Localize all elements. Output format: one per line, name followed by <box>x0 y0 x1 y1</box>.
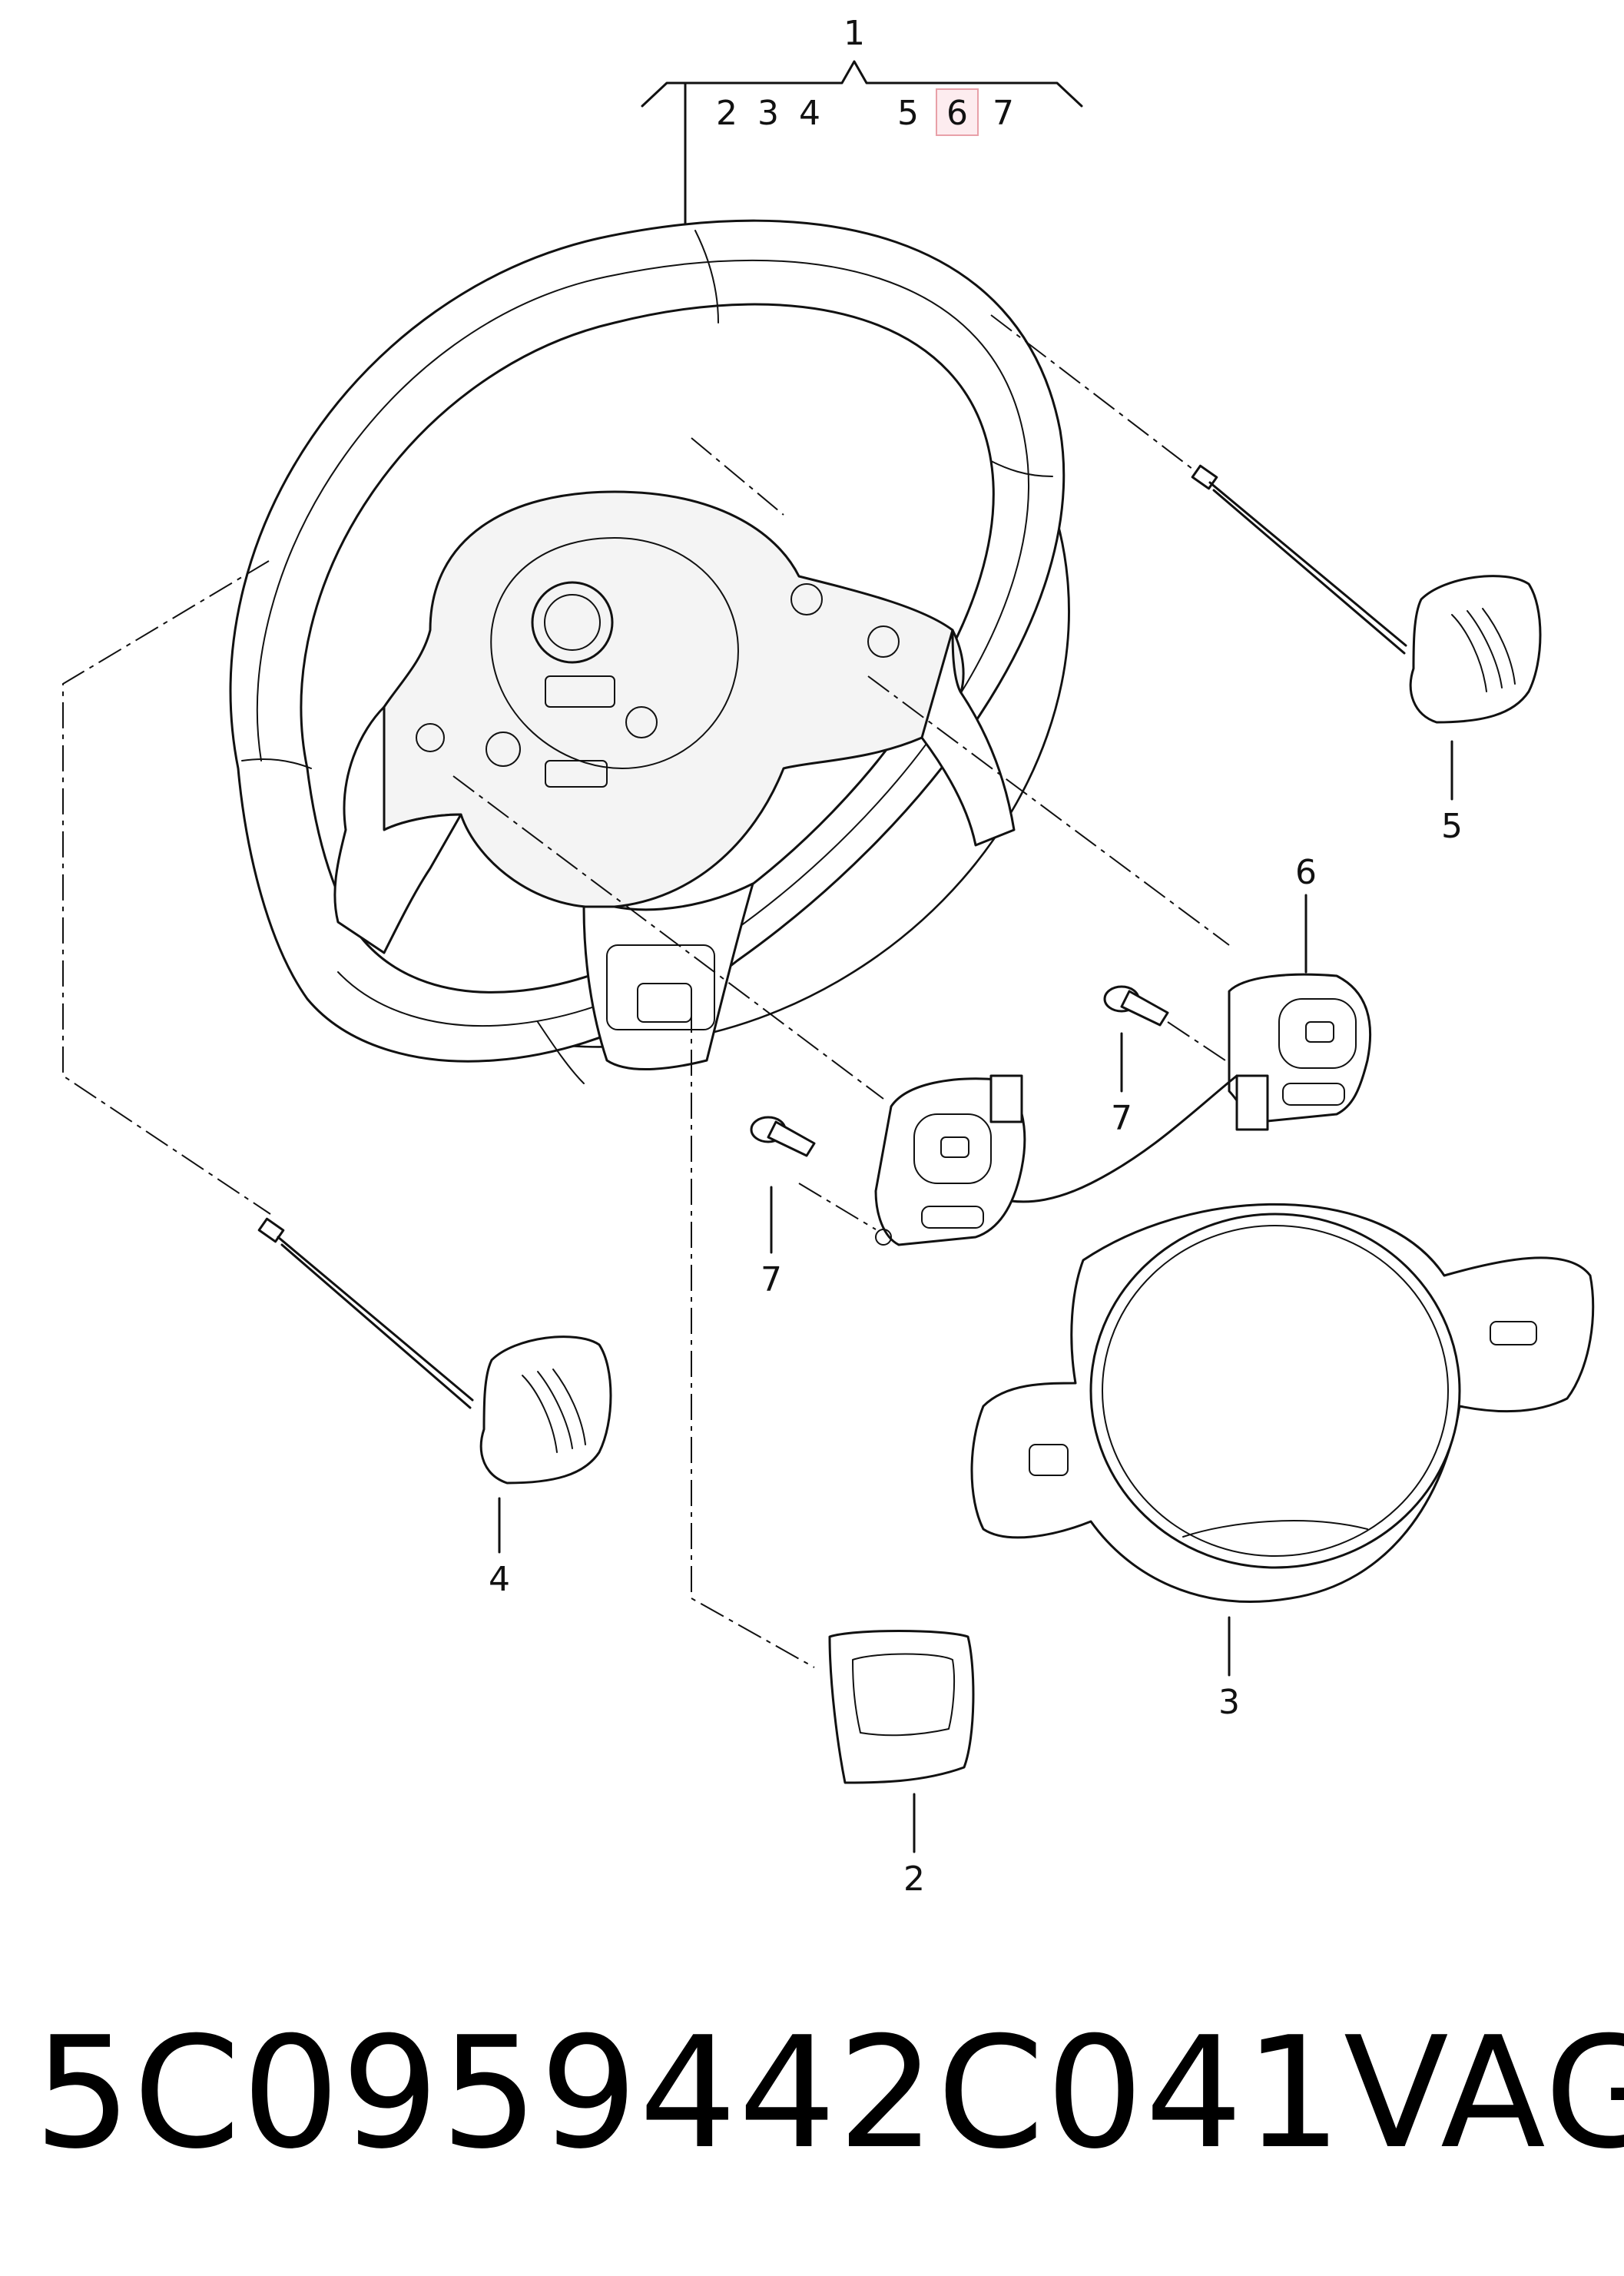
switch-left-screw-hole <box>875 1229 892 1246</box>
switch-left-lower-button <box>921 1206 984 1229</box>
hub-bore-inner <box>544 594 601 651</box>
highlight-box <box>936 88 979 136</box>
paddle-left-wire-2 <box>280 1243 472 1409</box>
callout-assembly: 1 <box>843 14 865 53</box>
line-to-paddle-right <box>990 314 1203 477</box>
rim-seam-bottom <box>537 1021 585 1084</box>
line-to-paddle-left <box>62 560 271 1215</box>
screw-left-shank <box>767 1120 816 1157</box>
hub-screw-right <box>867 625 900 658</box>
callout-screw-left: 7 <box>761 1260 782 1299</box>
switch-cable <box>997 1074 1238 1203</box>
steering-wheel <box>229 219 1070 1084</box>
switch-left <box>874 1074 1026 1246</box>
footer: 5C0959442C041 VAG <box>34 2004 1624 2183</box>
screw-right: 7 <box>1103 985 1169 1138</box>
paddle-right-rib-2 <box>1467 610 1503 688</box>
callout-sub-7: 7 <box>993 94 1014 133</box>
callout-switch-right: 6 <box>1295 853 1317 892</box>
switch-left-body <box>874 1077 1026 1246</box>
spoke-left <box>333 705 462 954</box>
exploded-parts-diagram: 1 2 3 4 5 6 7 <box>62 14 1595 1899</box>
callout-screw-right: 7 <box>1111 1099 1132 1138</box>
trim-cover-lower-edge <box>1182 1520 1368 1538</box>
spoke-bottom-pad <box>637 983 692 1023</box>
callout-paddle-left: 4 <box>489 1560 510 1599</box>
rim-seam-top <box>694 230 719 323</box>
line-screw-left <box>798 1183 877 1230</box>
hub-airbag-recess <box>490 537 739 769</box>
airbag-cover: 2 <box>828 1630 975 1899</box>
trim-cover-rim <box>1102 1225 1449 1557</box>
rim-seam-right <box>990 460 1053 477</box>
line-hub-upper <box>691 437 784 516</box>
paddle-right: 5 <box>1191 464 1542 846</box>
switch-left-dpad <box>913 1113 992 1184</box>
paddle-left-connector <box>257 1217 285 1243</box>
assembly-lines <box>62 314 1238 1668</box>
callout-sub-4: 4 <box>799 94 820 133</box>
hub-mount-right <box>625 706 658 738</box>
line-screw-right <box>1167 1021 1238 1069</box>
paddle-left-rib-1 <box>522 1375 558 1453</box>
hub-mount-left <box>486 732 521 767</box>
paddle-left-wire <box>277 1236 474 1402</box>
trim-cover-left-slot <box>1029 1444 1069 1476</box>
paddle-right-rib-1 <box>1451 614 1487 692</box>
switch-left-phone-button <box>940 1136 969 1158</box>
switch-right: 6 <box>997 853 1372 1203</box>
line-to-airbag-cover <box>691 1007 815 1668</box>
hub-connector <box>545 675 615 708</box>
hub-clip <box>545 760 608 788</box>
paddle-left-rib-3 <box>552 1369 586 1445</box>
callout-sub-3: 3 <box>757 94 779 133</box>
switch-right-bracket <box>1235 1074 1269 1131</box>
rim-seam-left <box>241 758 312 769</box>
paddle-left: 4 <box>257 1217 612 1599</box>
assembly-callout: 1 2 3 4 5 6 7 <box>641 14 1083 226</box>
airbag-cover-body <box>828 1630 975 1784</box>
line-to-switch-left <box>452 775 884 1100</box>
callout-trim-cover: 3 <box>1218 1683 1240 1722</box>
callout-paddle-right: 5 <box>1441 807 1463 846</box>
switch-right-return-button <box>1282 1083 1345 1106</box>
trim-cover: 3 <box>970 1203 1595 1722</box>
trim-cover-right-slot <box>1490 1321 1537 1345</box>
paddle-left-body <box>479 1335 612 1485</box>
paddle-left-rib-2 <box>537 1371 573 1449</box>
spoke-bottom <box>582 882 754 1071</box>
hub-center-bore <box>531 581 614 664</box>
airbag-cover-emblem-area <box>852 1653 956 1737</box>
hub-screw-upper <box>790 583 823 615</box>
switch-left-bracket <box>989 1074 1023 1123</box>
paddle-right-rib-3 <box>1482 608 1516 685</box>
switch-right-ok-button <box>1305 1021 1334 1043</box>
callout-sub-5: 5 <box>897 94 919 133</box>
screw-right-shank <box>1120 990 1169 1027</box>
brand-label: VAG <box>1344 2004 1624 2183</box>
screw-left: 7 <box>750 1116 816 1299</box>
paddle-right-wire-2 <box>1212 489 1406 655</box>
switch-right-dpad <box>1278 998 1357 1069</box>
line-to-switch-right <box>867 675 1230 946</box>
spoke-bottom-plate <box>606 944 715 1030</box>
hub-screw-left <box>416 723 445 752</box>
assembly-bracket <box>641 60 1083 108</box>
callout-sub-6: 6 <box>946 94 968 133</box>
part-number: 5C0959442C041 <box>34 2004 1344 2183</box>
trim-cover-opening <box>1089 1213 1461 1569</box>
callout-airbag-cover: 2 <box>903 1860 925 1899</box>
paddle-right-wire <box>1208 481 1407 647</box>
callout-sub-2: 2 <box>716 94 737 133</box>
paddle-right-body <box>1409 575 1542 724</box>
